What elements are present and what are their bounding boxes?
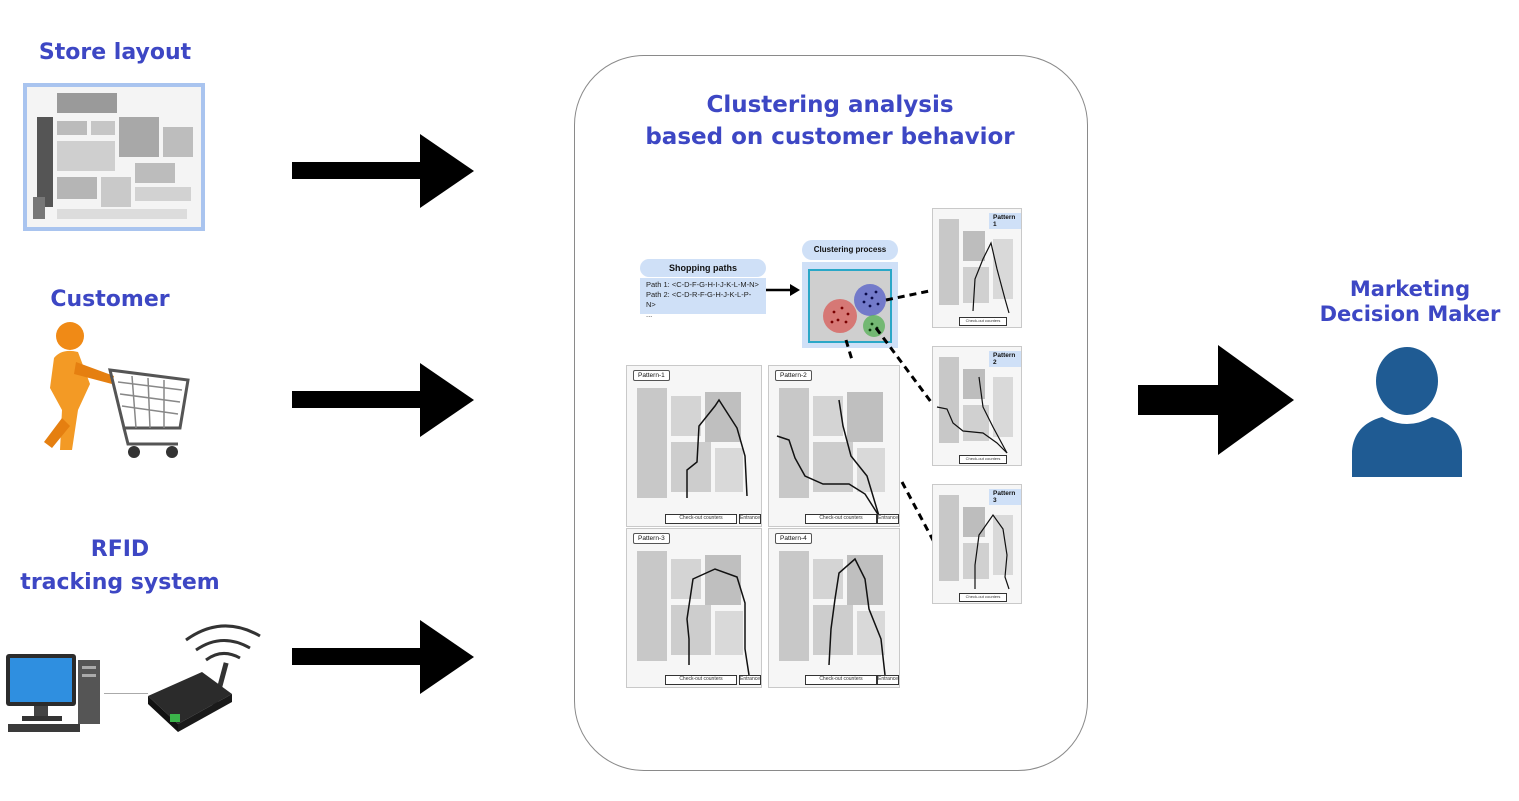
path-2: Path 2: <C-D-R-F-G-H-J-K-L-P-N> xyxy=(646,290,752,309)
arrow-customer-to-analysis xyxy=(292,363,474,437)
pattern-small-label: Pattern 3 xyxy=(989,489,1021,505)
arrow-store-to-analysis xyxy=(292,134,474,208)
paths-to-clustering-arrow xyxy=(766,284,800,296)
checkout-label: Check-out counters xyxy=(959,455,1007,464)
connection-line xyxy=(104,693,148,694)
pattern-label: Pattern-1 xyxy=(633,370,670,381)
center-title-line2: based on customer behavior xyxy=(645,124,1015,150)
arrow-analysis-to-decision-maker xyxy=(1138,345,1294,455)
rfid-title-line2: tracking system xyxy=(20,570,220,595)
pattern-map-4: Pattern-4 Check-out counters Entrance xyxy=(768,528,900,688)
path-more: ... xyxy=(646,310,653,319)
entrance-label: Entrance xyxy=(877,514,899,524)
entrance-label: Entrance xyxy=(877,675,899,685)
clustering-process-label: Clustering process xyxy=(802,240,898,260)
decision-maker-title-line1: Marketing xyxy=(1349,277,1471,301)
checkout-label: Check-out counters xyxy=(959,593,1007,602)
checkout-label: Check-out counters xyxy=(665,514,737,524)
rfid-title-line1: RFID xyxy=(90,537,150,562)
pattern-small-1: Pattern 1 Check-out counters xyxy=(932,208,1022,328)
entrance-label: Entrance xyxy=(739,675,761,685)
pattern-small-3: Pattern 3 Check-out counters xyxy=(932,484,1022,604)
rfid-reader-icon xyxy=(142,618,266,736)
checkout-label: Check-out counters xyxy=(665,675,737,685)
checkout-label: Check-out counters xyxy=(805,675,877,685)
pattern-label: Pattern-3 xyxy=(633,533,670,544)
pattern-map-2: Pattern-2 Check-out counters Entrance xyxy=(768,365,900,527)
arrow-rfid-to-analysis xyxy=(292,620,474,694)
pattern-map-3: Pattern-3 Check-out counters Entrance xyxy=(626,528,762,688)
computer-icon xyxy=(4,652,104,738)
store-layout-image xyxy=(23,83,205,231)
path-1: Path 1: <C-D-F-G-H-I-J-K-L-M-N> xyxy=(646,280,759,289)
entrance-label: Entrance xyxy=(739,514,761,524)
pattern-label: Pattern-4 xyxy=(775,533,812,544)
shopping-paths-label: Shopping paths xyxy=(640,259,766,277)
checkout-label: Check-out counters xyxy=(959,317,1007,326)
pattern-label: Pattern-2 xyxy=(775,370,812,381)
pattern-small-label: Pattern 1 xyxy=(989,213,1021,229)
customer-title: Customer xyxy=(50,287,170,312)
shopping-paths-box: Path 1: <C-D-F-G-H-I-J-K-L-M-N> Path 2: … xyxy=(640,278,766,319)
cluster-dashed-connectors xyxy=(844,288,936,543)
checkout-label: Check-out counters xyxy=(805,514,877,524)
shopping-cart-figure xyxy=(32,318,194,470)
store-layout-title: Store layout xyxy=(38,40,192,65)
pattern-small-label: Pattern 2 xyxy=(989,351,1021,367)
pattern-map-1: Pattern-1 Check-out counters Entrance xyxy=(626,365,762,527)
person-icon xyxy=(1352,345,1462,477)
center-title-line1: Clustering analysis xyxy=(706,92,954,118)
pattern-small-2: Pattern 2 Check-out counters xyxy=(932,346,1022,466)
decision-maker-title-line2: Decision Maker xyxy=(1319,302,1501,326)
